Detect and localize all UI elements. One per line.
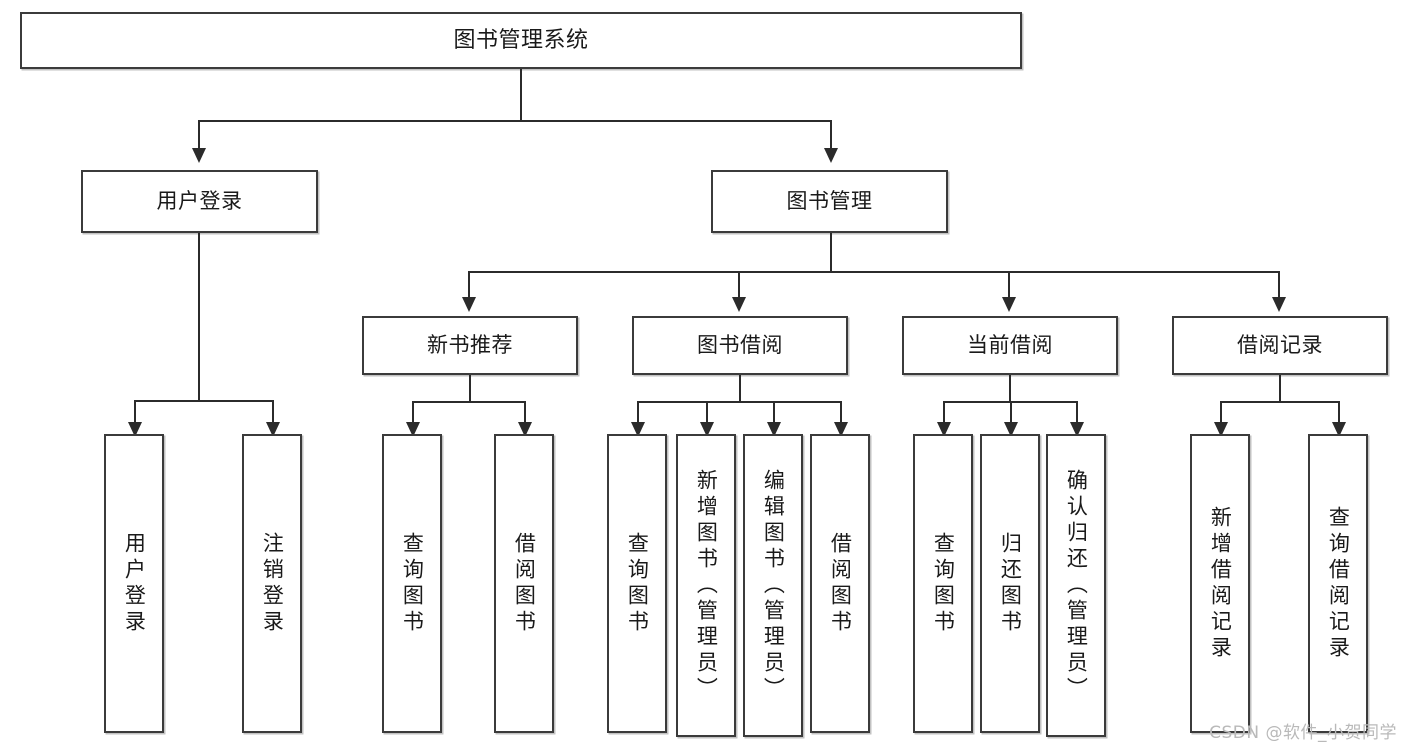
- arrow-down-icon: [266, 422, 280, 437]
- node-new-book-recommend[interactable]: 新书推荐: [362, 316, 578, 375]
- edge-new-book-stem: [469, 375, 471, 403]
- arrow-down-icon: [1214, 422, 1228, 437]
- edge-root-bus: [198, 120, 832, 122]
- edge-borrow-record-bus: [1220, 401, 1340, 403]
- leaf-user-login[interactable]: 用户登录: [104, 434, 164, 733]
- arrow-down-icon: [1272, 297, 1286, 312]
- edge-bm-to-borrow-record: [1278, 271, 1280, 299]
- leaf-logout-login[interactable]: 注销登录: [242, 434, 302, 733]
- leaf-query-book-new-book[interactable]: 查询图书: [382, 434, 442, 733]
- edge-book-borrow-bus: [637, 401, 842, 403]
- leaf-add-borrow-record[interactable]: 新增借阅记录: [1190, 434, 1250, 733]
- edge-user-login-bus: [134, 400, 274, 402]
- leaf-edit-book-admin[interactable]: 编辑图书（管理员）: [743, 434, 803, 737]
- edge-book-borrow-stem: [739, 375, 741, 403]
- edge-bb-to-leaf-3: [773, 401, 775, 424]
- node-user-login[interactable]: 用户登录: [81, 170, 318, 233]
- edge-bm-to-book-borrow: [738, 271, 740, 299]
- edge-br-to-leaf-2: [1338, 401, 1340, 424]
- edge-bb-to-leaf-1: [637, 401, 639, 424]
- edge-cb-to-leaf-3: [1076, 401, 1078, 424]
- edge-br-to-leaf-1: [1220, 401, 1222, 424]
- edge-nb-to-leaf-1: [412, 401, 414, 424]
- edge-bm-to-new-book: [468, 271, 470, 299]
- leaf-borrow-book-borrow[interactable]: 借阅图书: [810, 434, 870, 733]
- edge-cb-to-leaf-2: [1010, 401, 1012, 424]
- arrow-down-icon: [1002, 297, 1016, 312]
- leaf-query-book-borrow[interactable]: 查询图书: [607, 434, 667, 733]
- edge-new-book-bus: [412, 401, 526, 403]
- edge-bb-to-leaf-4: [840, 401, 842, 424]
- node-book-borrow[interactable]: 图书借阅: [632, 316, 848, 375]
- edge-root-to-book-management: [830, 120, 832, 150]
- edge-user-login-stem: [198, 233, 200, 402]
- edge-book-management-stem: [830, 233, 832, 273]
- edge-cb-to-leaf-1: [943, 401, 945, 424]
- leaf-query-borrow-record[interactable]: 查询借阅记录: [1308, 434, 1368, 733]
- arrow-down-icon: [631, 422, 645, 437]
- edge-bb-to-leaf-2: [706, 401, 708, 424]
- edge-nb-to-leaf-2: [524, 401, 526, 424]
- arrow-down-icon: [1004, 422, 1018, 437]
- edge-borrow-record-stem: [1279, 375, 1281, 403]
- arrow-down-icon: [518, 422, 532, 437]
- arrow-down-icon: [767, 422, 781, 437]
- leaf-confirm-return-admin[interactable]: 确认归还（管理员）: [1046, 434, 1106, 737]
- edge-user-login-to-leaf-2: [272, 400, 274, 424]
- node-current-borrow[interactable]: 当前借阅: [902, 316, 1118, 375]
- arrow-down-icon: [462, 297, 476, 312]
- edge-bm-to-current-borrow: [1008, 271, 1010, 299]
- arrow-down-icon: [192, 148, 206, 163]
- node-book-management[interactable]: 图书管理: [711, 170, 948, 233]
- node-book-management-system[interactable]: 图书管理系统: [20, 12, 1022, 69]
- arrow-down-icon: [834, 422, 848, 437]
- arrow-down-icon: [824, 148, 838, 163]
- node-borrow-record[interactable]: 借阅记录: [1172, 316, 1388, 375]
- edge-root-stem: [520, 69, 522, 120]
- edge-book-management-bus: [468, 271, 1280, 273]
- arrow-down-icon: [937, 422, 951, 437]
- edge-user-login-to-leaf-1: [134, 400, 136, 424]
- arrow-down-icon: [128, 422, 142, 437]
- leaf-query-book-current[interactable]: 查询图书: [913, 434, 973, 733]
- edge-current-borrow-stem: [1009, 375, 1011, 403]
- arrow-down-icon: [406, 422, 420, 437]
- arrow-down-icon: [732, 297, 746, 312]
- arrow-down-icon: [700, 422, 714, 437]
- arrow-down-icon: [1070, 422, 1084, 437]
- arrow-down-icon: [1332, 422, 1346, 437]
- leaf-return-book[interactable]: 归还图书: [980, 434, 1040, 733]
- leaf-add-book-admin[interactable]: 新增图书（管理员）: [676, 434, 736, 737]
- leaf-borrow-book-new-book[interactable]: 借阅图书: [494, 434, 554, 733]
- edge-root-to-user-login: [198, 120, 200, 150]
